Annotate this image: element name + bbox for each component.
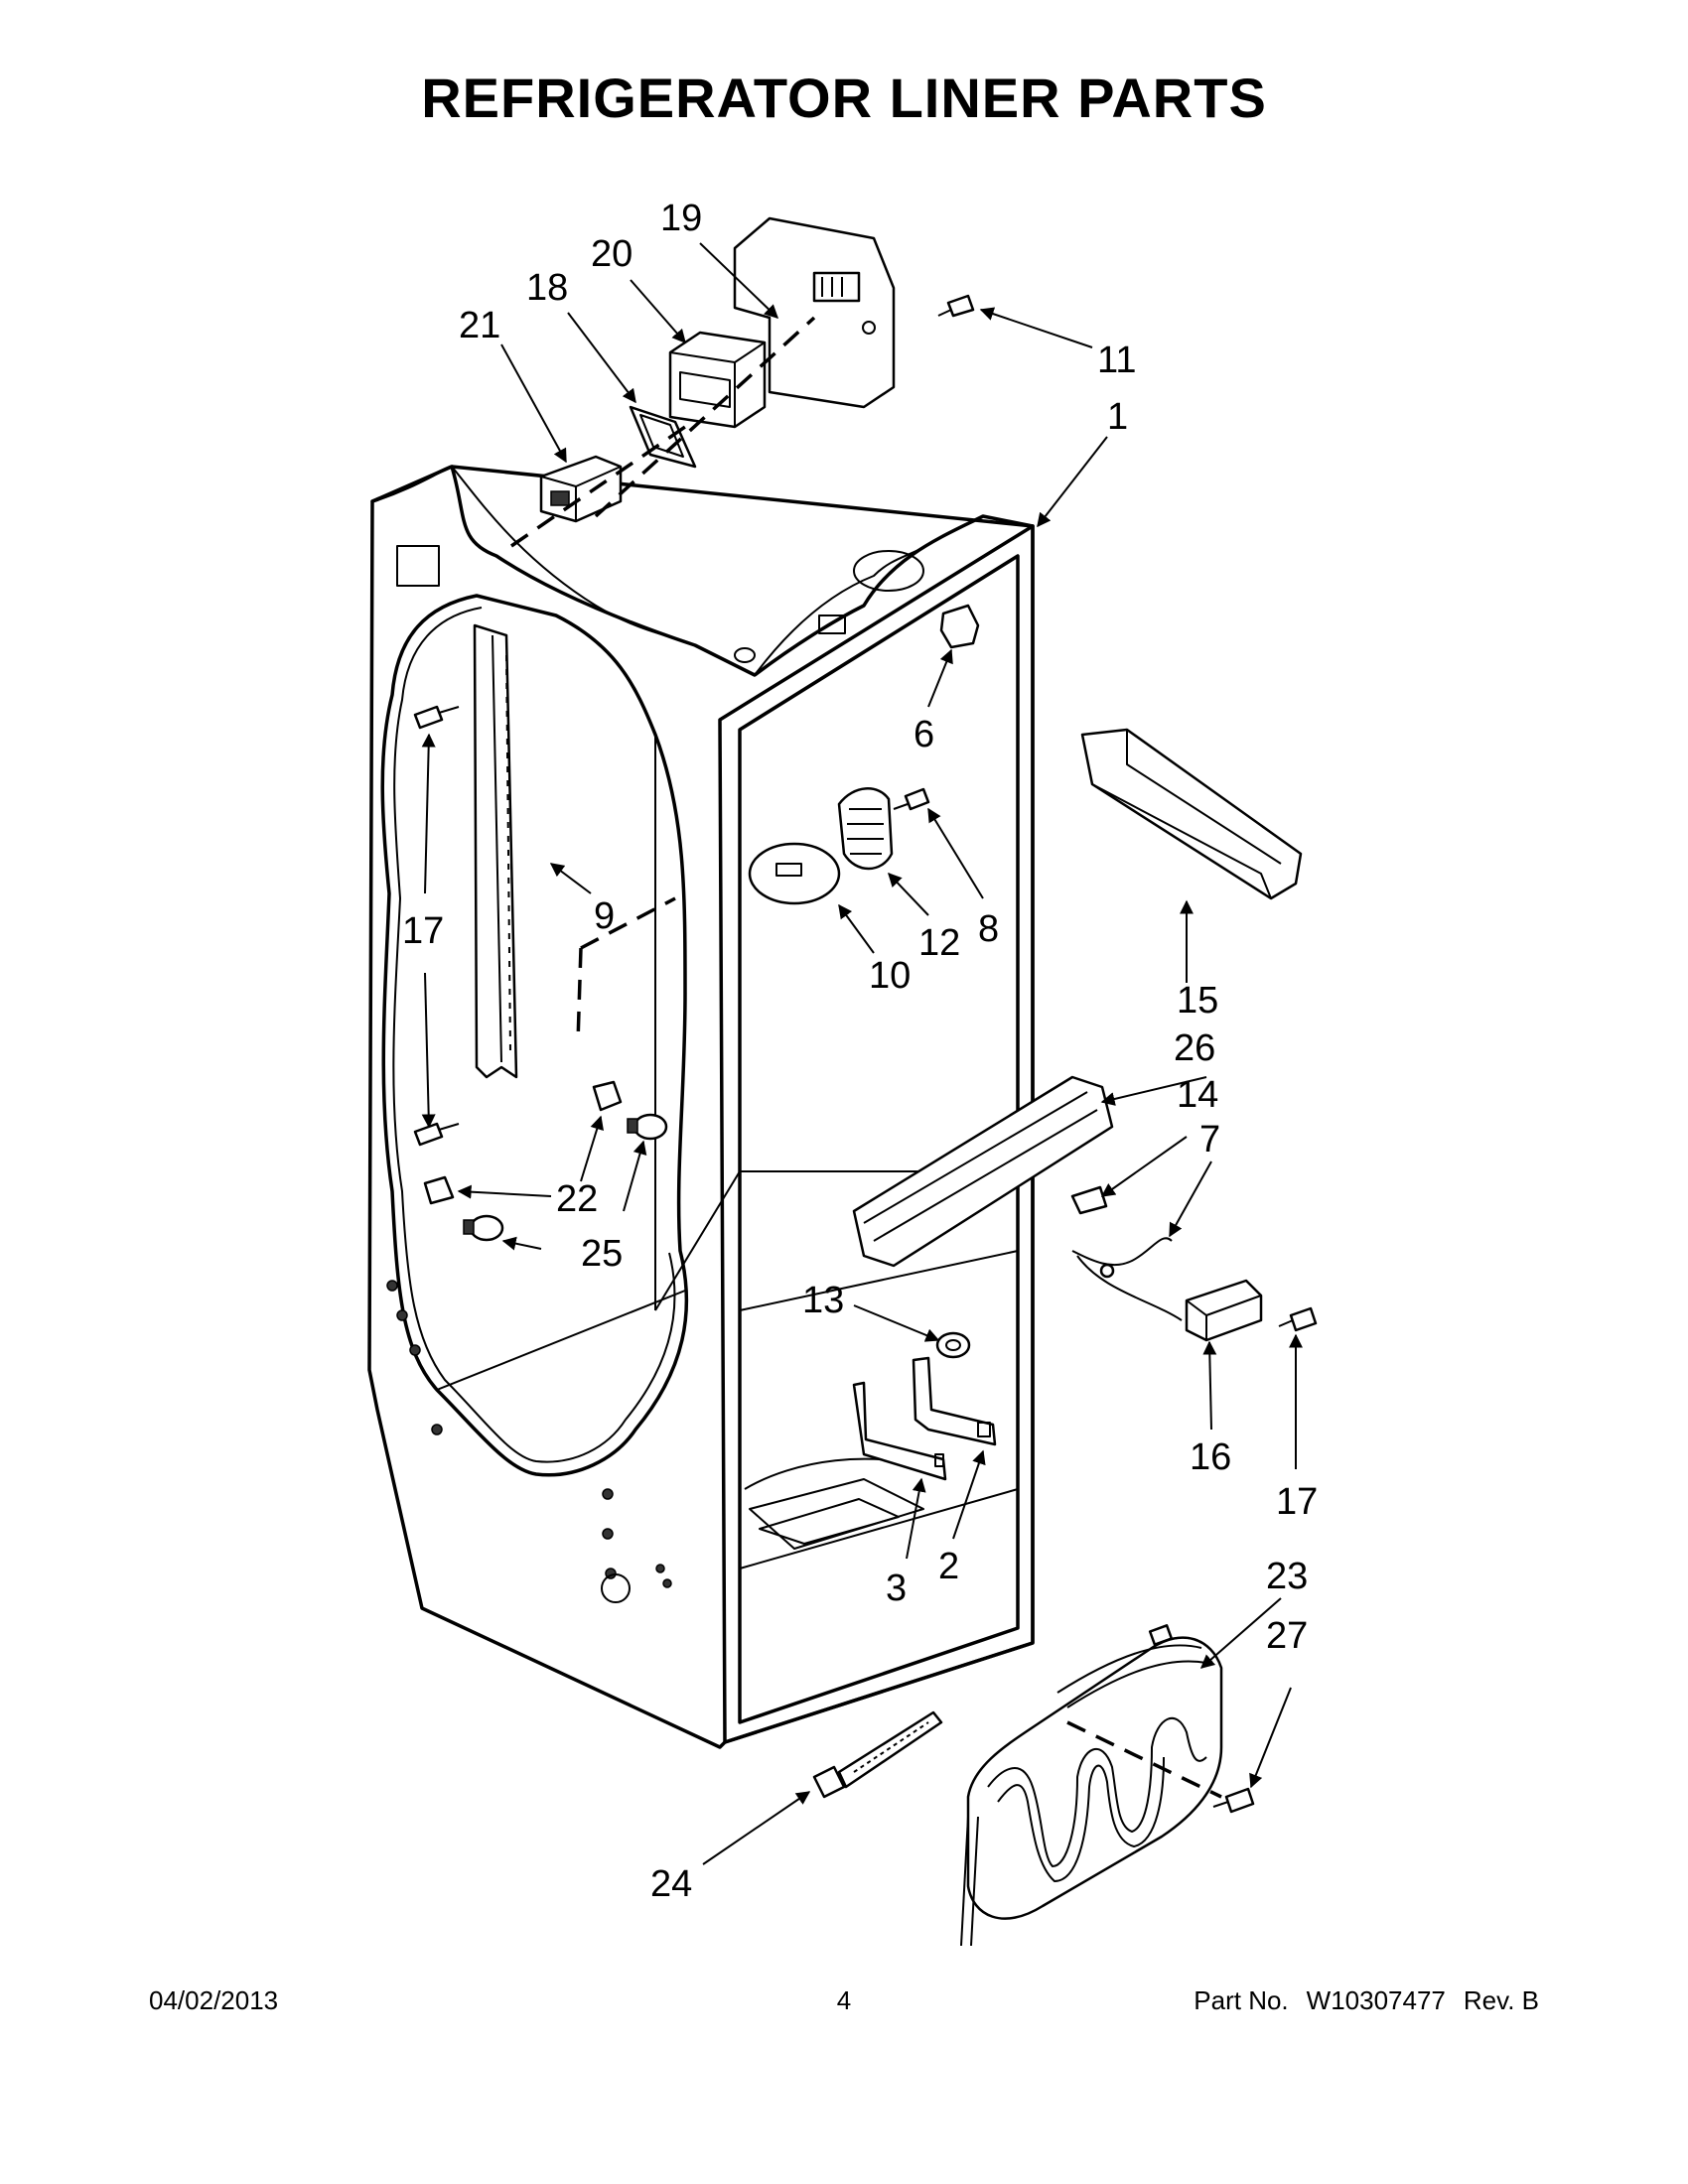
vent-cover-12 <box>837 787 894 871</box>
callout-12: 12 <box>918 922 960 964</box>
clip-6 <box>939 604 980 649</box>
thermostat-cover-10 <box>748 842 841 905</box>
callout-17-left: 17 <box>402 910 444 952</box>
callout-26: 26 <box>1174 1027 1215 1069</box>
revision: Rev. B <box>1463 1985 1539 2015</box>
footer-part-number: Part No. W10307477 Rev. B <box>1176 1985 1539 2016</box>
callout-16: 16 <box>1190 1436 1231 1478</box>
callout-13: 13 <box>802 1280 844 1321</box>
callout-18: 18 <box>526 267 568 309</box>
screw-11 <box>937 294 975 318</box>
screw-8 <box>893 787 930 811</box>
bracket-2 <box>912 1356 997 1446</box>
page-title: REFRIGERATOR LINER PARTS <box>421 67 1267 129</box>
callout-15: 15 <box>1177 980 1218 1022</box>
callout-20: 20 <box>591 233 633 275</box>
crisper-cover-support-15 <box>1080 728 1303 900</box>
callout-9: 9 <box>594 895 615 937</box>
screw-27 <box>1212 1787 1255 1814</box>
light-bulb-lower <box>463 1214 504 1242</box>
control-housing-19 <box>733 216 896 409</box>
screw-17-right <box>1278 1306 1318 1332</box>
screw-17-lower <box>413 1122 460 1147</box>
bracket-3 <box>852 1381 947 1481</box>
callout-10: 10 <box>869 955 911 997</box>
gasket-18 <box>629 405 697 469</box>
callout-labels: 19 20 18 21 11 1 6 9 17 8 12 10 15 26 14… <box>402 198 1318 1905</box>
callout-8: 8 <box>978 908 999 950</box>
light-socket-lower <box>423 1175 455 1205</box>
part-number: W10307477 <box>1306 1985 1446 2015</box>
callout-24: 24 <box>650 1863 692 1905</box>
callout-6: 6 <box>914 714 934 755</box>
callout-7: 7 <box>1199 1119 1220 1160</box>
screw-17-upper <box>413 705 460 730</box>
wire-clip-14 <box>1070 1185 1108 1215</box>
footer-date: 04/02/2013 <box>149 1985 279 2015</box>
shelf-rail <box>473 623 518 1079</box>
part-label: Part No. <box>1194 1985 1289 2015</box>
callout-14: 14 <box>1177 1074 1218 1116</box>
callout-19: 19 <box>660 198 702 239</box>
light-bulb-upper <box>627 1113 668 1141</box>
callout-22: 22 <box>556 1178 598 1220</box>
defrost-sensor-24 <box>812 1710 943 1799</box>
deflector-26 <box>852 1075 1114 1268</box>
callout-1: 1 <box>1107 396 1128 438</box>
callout-3: 3 <box>886 1568 907 1609</box>
footer-page-number: 4 <box>836 1985 852 2015</box>
callout-27: 27 <box>1266 1615 1308 1657</box>
light-socket-upper <box>592 1080 623 1112</box>
leader-arrows <box>421 242 1303 1865</box>
damper-housing-20 <box>668 331 767 429</box>
drain-grommet-13 <box>935 1331 971 1359</box>
callout-21: 21 <box>459 305 500 346</box>
callout-17-right: 17 <box>1276 1481 1318 1523</box>
thermostat-21 <box>539 455 623 523</box>
callout-2: 2 <box>938 1546 959 1587</box>
switch-16 <box>1185 1279 1263 1342</box>
callout-23: 23 <box>1266 1556 1308 1597</box>
evaporator-23 <box>960 1624 1223 1947</box>
wire-harness-7 <box>1071 1237 1183 1321</box>
callout-11: 11 <box>1097 340 1136 381</box>
callout-25: 25 <box>581 1233 623 1275</box>
liner-shell <box>367 465 1035 1749</box>
